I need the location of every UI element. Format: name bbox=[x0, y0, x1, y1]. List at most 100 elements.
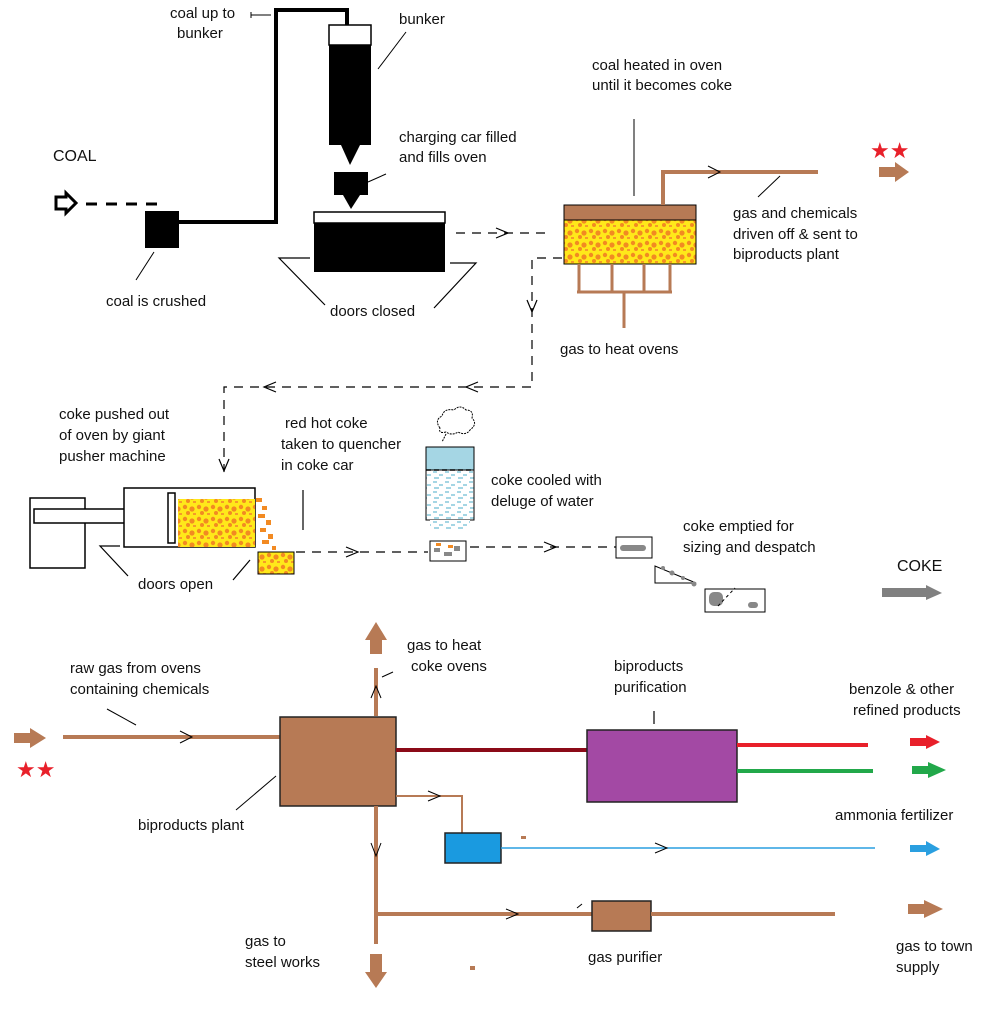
connector-stars-top: ★★ bbox=[870, 139, 909, 164]
coke-output-label: COKE bbox=[897, 558, 943, 575]
pushed-label-line3: pusher machine bbox=[59, 448, 166, 465]
pushed-label-line2: of oven by giant bbox=[59, 427, 165, 444]
ammonia-output-arrow bbox=[910, 841, 940, 856]
bunker bbox=[328, 24, 372, 165]
coal-oven-closed bbox=[313, 211, 446, 272]
steam-cloud-icon bbox=[436, 406, 476, 443]
gas-heat-coke-label-line2: coke ovens bbox=[411, 658, 487, 675]
refined-output-arrow bbox=[912, 762, 946, 778]
purification-label-line1: biproducts bbox=[614, 658, 684, 675]
coke-in-oven bbox=[178, 499, 255, 547]
town-supply-label-line1: gas to town bbox=[896, 938, 973, 955]
biproducts-plant-label: biproducts plant bbox=[138, 817, 244, 834]
bunker-label: bunker bbox=[399, 11, 445, 28]
gas-down-arrow bbox=[365, 954, 387, 988]
star-icon: ★★ bbox=[16, 758, 55, 783]
flow-arrowhead-right-1 bbox=[345, 546, 360, 558]
gas-offtake-arrowhead bbox=[707, 165, 722, 179]
gas-offtake-pipe bbox=[661, 170, 818, 205]
doors-closed-label: doors closed bbox=[330, 303, 416, 320]
doors-open-label: doors open bbox=[138, 576, 214, 593]
quench-tower bbox=[425, 446, 475, 530]
door-closed-left bbox=[277, 257, 326, 306]
connector-arrow-top bbox=[879, 162, 909, 182]
connector-arrow-bottom-in bbox=[14, 728, 46, 748]
gas-purifier-pointer bbox=[576, 903, 583, 909]
steel-works-label-line2: steel works bbox=[245, 954, 321, 971]
gas-chem-label-line1: gas and chemicals bbox=[733, 205, 858, 222]
raw-gas-arrowhead bbox=[179, 730, 194, 744]
emptied-label-line2: sizing and despatch bbox=[683, 539, 816, 556]
bunker-pointer bbox=[377, 31, 407, 70]
coal-heated-label-line1: coal heated in oven bbox=[592, 57, 723, 74]
steel-works-label-line1: gas to bbox=[245, 933, 286, 950]
raw-gas-label-line1: raw gas from ovens bbox=[70, 660, 201, 677]
pushed-label-line1: coke pushed out bbox=[59, 406, 170, 423]
coking-oven bbox=[563, 204, 697, 265]
coke-spill bbox=[256, 498, 276, 550]
town-supply-output-arrow bbox=[908, 900, 943, 918]
coke-pieces bbox=[620, 545, 758, 608]
charging-car-label-line1: charging car filled bbox=[399, 129, 517, 146]
flow-arrowhead-left-2 bbox=[262, 381, 277, 393]
cooled-label-line2: deluge of water bbox=[491, 493, 594, 510]
coal-inlet-arrow bbox=[54, 189, 79, 217]
door-open-left bbox=[98, 545, 129, 577]
biproducts-plant bbox=[279, 716, 397, 807]
quench-car-hot-coke bbox=[436, 543, 453, 548]
flow-arrowhead-down-2 bbox=[218, 458, 230, 473]
star-icon: ★★ bbox=[870, 139, 909, 164]
flow-arrowhead bbox=[495, 227, 510, 239]
town-supply-label-line2: supply bbox=[896, 959, 940, 976]
door-closed-right bbox=[433, 262, 478, 309]
gas-chem-pointer bbox=[757, 175, 781, 198]
redhot-label-line1: red hot coke bbox=[285, 415, 368, 432]
ammonia-arrowhead bbox=[654, 842, 669, 854]
charging-car bbox=[334, 172, 368, 209]
redhot-label-line3: in coke car bbox=[281, 457, 354, 474]
flow-dashed-to-pusher bbox=[223, 257, 562, 472]
connector-stars-bottom: ★★ bbox=[16, 758, 55, 783]
door-open-right bbox=[232, 559, 251, 581]
flow-arrowhead-down-1 bbox=[526, 299, 538, 314]
gas-purifier-label: gas purifier bbox=[588, 949, 663, 966]
charging-car-label-line2: and fills oven bbox=[399, 149, 487, 166]
coal-up-label-line2: bunker bbox=[177, 25, 223, 42]
gas-heat-coke-label-line1: gas to heat bbox=[407, 637, 482, 654]
gas-chem-label-line2: driven off & sent to bbox=[733, 226, 858, 243]
flow-arrowhead-right-2 bbox=[543, 541, 558, 553]
gas-up-arrowhead bbox=[370, 684, 382, 699]
benzole-output-arrow bbox=[910, 735, 940, 749]
ammonia-branch-pipe bbox=[396, 795, 463, 834]
raw-gas-label-line2: containing chemicals bbox=[70, 681, 210, 698]
speck bbox=[521, 836, 526, 839]
purification-label-line2: purification bbox=[614, 679, 687, 696]
charging-car-pointer bbox=[367, 173, 387, 183]
gas-chem-label-line3: biproducts plant bbox=[733, 246, 839, 263]
coal-crusher bbox=[145, 211, 179, 248]
town-gas-arrowhead bbox=[505, 908, 520, 920]
coke-output-arrow bbox=[882, 585, 942, 600]
coal-crushed-label: coal is crushed bbox=[106, 293, 207, 310]
raw-gas-pointer bbox=[106, 708, 137, 726]
coke-car bbox=[257, 551, 295, 575]
gas-purifier bbox=[591, 900, 652, 932]
biproducts-purification bbox=[586, 729, 738, 803]
emptied-label-line1: coke emptied for bbox=[683, 518, 794, 535]
gas-up-arrow bbox=[365, 622, 387, 654]
quench-car-coke bbox=[434, 546, 460, 556]
coal-heated-label-line2: until it becomes coke bbox=[592, 77, 733, 94]
biproducts-plant-pointer bbox=[235, 775, 277, 811]
flow-arrowhead-left-1 bbox=[464, 381, 479, 393]
oven-heating-flues bbox=[577, 264, 672, 328]
speck bbox=[470, 966, 475, 970]
benzole-label-line2: refined products bbox=[853, 702, 961, 719]
wharf-divider bbox=[717, 587, 736, 607]
coal-conveyor-line bbox=[179, 8, 349, 224]
ammonia-plant bbox=[444, 832, 502, 864]
ammonia-branch-arrowhead bbox=[427, 790, 442, 802]
gas-down-arrowhead bbox=[370, 842, 382, 858]
coal-input-label: COAL bbox=[53, 148, 97, 165]
